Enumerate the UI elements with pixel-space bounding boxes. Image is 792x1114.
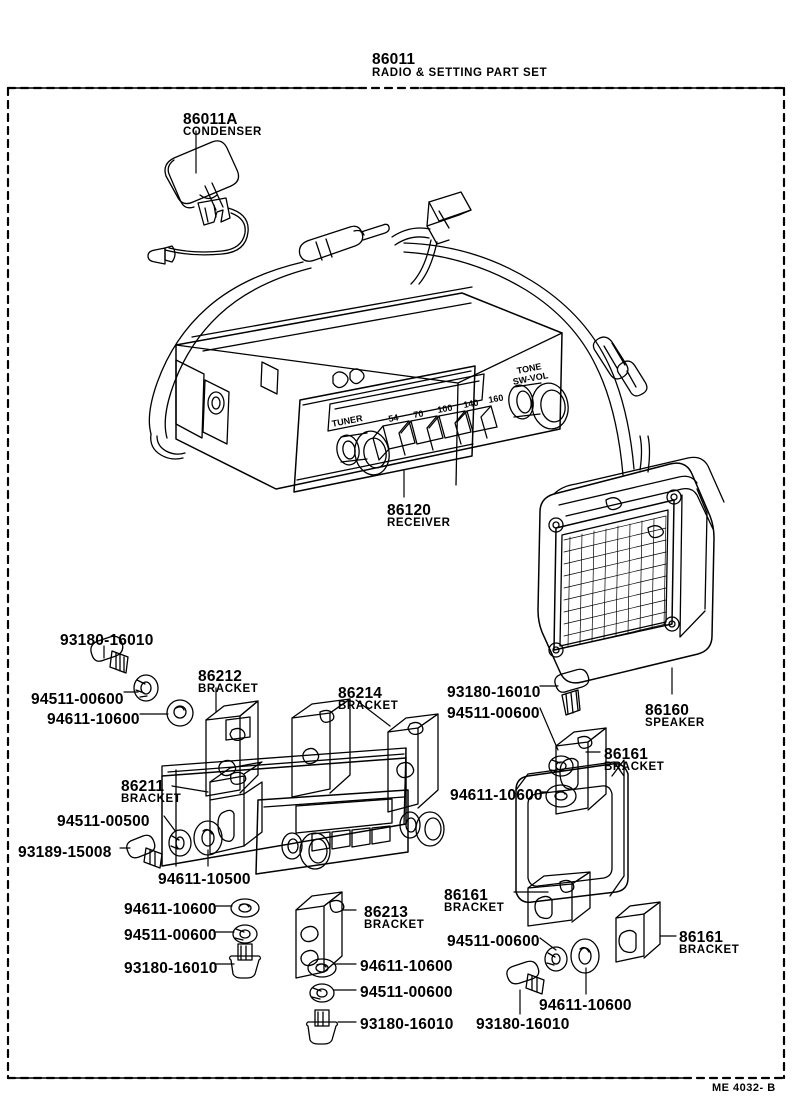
callout-93180-16010-a: 93180-16010 [60, 632, 154, 649]
fastener-lockwasher-a [133, 674, 159, 702]
fastener-lockwasher-f [544, 946, 568, 972]
callout-93180-16010-e: 93180-16010 [476, 1016, 570, 1033]
fastener-bolt-b [554, 668, 590, 716]
callout-86211: 86211 BRACKET [121, 779, 181, 805]
fastener-lockwasher-e [309, 983, 335, 1003]
fastener-bolt-d [228, 943, 262, 979]
callout-94511-00600-b: 94511-00600 [447, 705, 540, 722]
callout-94511-00600-d: 94511-00600 [360, 984, 453, 1001]
fastener-flatwasher-a [166, 699, 194, 727]
callout-94611-10600-b: 94611-10600 [450, 787, 543, 804]
callout-94511-00600-c: 94511-00600 [124, 927, 217, 944]
dial-tick-0: 54 [388, 412, 400, 424]
fastener-bolt-a [90, 635, 129, 674]
callout-number: 86120 [387, 502, 432, 519]
lower-receiver-art [161, 698, 607, 875]
fastener-screw-93189 [126, 834, 163, 869]
callout-93180-16010-c: 93180-16010 [124, 960, 218, 977]
callout-number: 86161 [679, 929, 724, 946]
callout-number: 86011A [183, 111, 238, 128]
callout-86161-c: 86161 BRACKET [679, 930, 739, 956]
callout-name: BRACKET [338, 700, 399, 712]
callout-94511-00600-a: 94511-00600 [31, 691, 124, 708]
callout-number: 86211 [121, 778, 165, 795]
callout-86161-b: 86161 BRACKET [444, 888, 504, 914]
speaker-art [537, 435, 725, 684]
fastener-bolt-f [506, 960, 545, 995]
callout-name: SPEAKER [645, 717, 705, 729]
callout-86213: 86213 BRACKET [364, 905, 424, 931]
callout-93180-16010-d: 93180-16010 [360, 1016, 454, 1033]
callout-number: 86214 [338, 685, 383, 702]
callout-94611-10600-c: 94611-10600 [124, 901, 217, 918]
callout-86120: 86120 RECEIVER [387, 503, 451, 529]
fastener-flatwasher-b [545, 784, 577, 808]
bracket-86213-art [295, 891, 345, 979]
dial-tick-3: 140 [463, 398, 480, 410]
callout-86160: 86160 SPEAKER [645, 703, 705, 729]
sheet-code: ME 4032- B [712, 1082, 776, 1094]
page-title-number: 86011 [372, 51, 416, 68]
condenser-art [147, 140, 249, 265]
callout-94611-10600-a: 94611-10600 [47, 711, 140, 728]
antenna-lead-art [148, 191, 648, 476]
callout-86161-a: 86161 BRACKET [604, 747, 664, 773]
callout-number: 86213 [364, 904, 409, 921]
page-title-name: RADIO & SETTING PART SET [372, 67, 548, 79]
callout-94511-00500: 94511-00500 [57, 813, 150, 830]
dial-tick-4: 160 [488, 393, 505, 405]
callout-name: BRACKET [198, 683, 259, 695]
callout-number: 86212 [198, 668, 243, 685]
callout-93189-15008: 93189-15008 [18, 844, 112, 861]
callout-name: RECEIVER [387, 517, 451, 529]
callout-name: BRACKET [364, 919, 425, 931]
speaker-mount-art [515, 759, 661, 963]
callout-94611-10600-d: 94611-10600 [360, 958, 453, 975]
callout-name: BRACKET [121, 793, 182, 805]
fastener-lockwasher-d [232, 924, 258, 944]
callout-94611-10600-e: 94611-10600 [539, 997, 632, 1014]
callout-name: BRACKET [444, 902, 505, 914]
fastener-flatwasher-e [307, 958, 337, 978]
leader-lines [103, 130, 677, 1023]
callout-93180-16010-b: 93180-16010 [447, 684, 541, 701]
fastener-flatwasher-f [570, 938, 600, 974]
fastener-lockwasher-c [168, 829, 192, 857]
callout-name: BRACKET [679, 944, 740, 956]
callout-number: 86160 [645, 702, 690, 719]
fastener-bolt-e [305, 1009, 339, 1045]
fastener-lockwasher-b [548, 755, 574, 777]
callout-86214: 86214 BRACKET [338, 686, 398, 712]
callout-86011A: 86011A CONDENSER [183, 112, 262, 138]
callout-name: BRACKET [604, 761, 665, 773]
receiver-art [175, 286, 569, 493]
callout-86212: 86212 BRACKET [198, 669, 258, 695]
dial-tick-2: 100 [437, 403, 454, 415]
callout-name: CONDENSER [183, 126, 262, 138]
fastener-flatwasher-d [230, 898, 260, 918]
callout-94511-00600-e: 94511-00600 [447, 933, 540, 950]
callout-94611-10500: 94611-10500 [158, 871, 251, 888]
callout-number: 86161 [444, 887, 489, 904]
dial-tick-1: 70 [413, 408, 425, 420]
callout-number: 86161 [604, 746, 649, 763]
